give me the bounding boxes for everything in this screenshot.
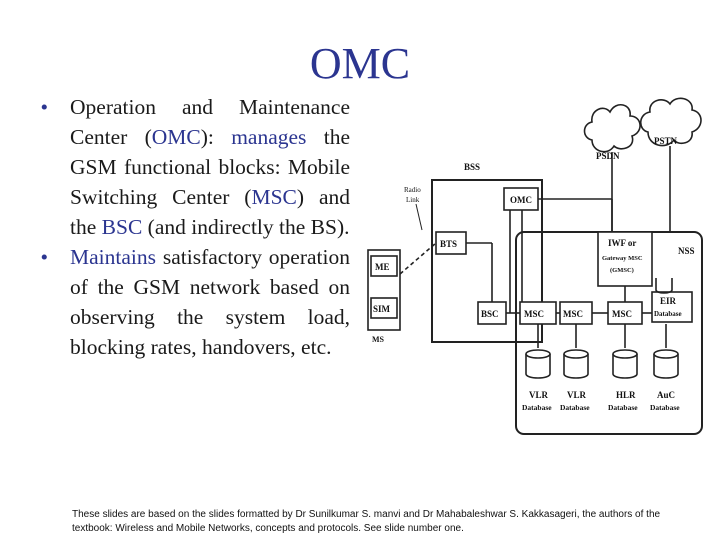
bullet-text: (and indirectly the BS). bbox=[142, 215, 350, 239]
radio-link-line bbox=[399, 242, 437, 275]
footer-credit: These slides are based on the slides for… bbox=[72, 509, 661, 534]
bullet-accent-maintains: Maintains bbox=[70, 245, 156, 269]
nss-label: NSS bbox=[678, 246, 695, 256]
db-label: HLR bbox=[616, 390, 636, 400]
gmsc-label: (GMSC) bbox=[610, 267, 634, 274]
bullet-omc-definition: • Operation and Maintenance Center (OMC)… bbox=[28, 92, 350, 242]
bullet-accent-omc: OMC bbox=[151, 125, 201, 149]
db-label: VLR bbox=[567, 390, 587, 400]
eir-box bbox=[651, 291, 693, 323]
bullet-accent-bsc: BSC bbox=[101, 215, 143, 239]
radio-link-pointer bbox=[415, 203, 423, 231]
ms-group-box bbox=[367, 249, 401, 331]
bts-label: BTS bbox=[440, 239, 457, 249]
psdn-label: PSDN bbox=[596, 151, 620, 161]
bullet-accent-manages: manages bbox=[231, 125, 307, 149]
me-box bbox=[370, 255, 398, 277]
bullet-text: the GSM functional blocks: Mobile Switch… bbox=[70, 125, 350, 209]
link-label: Link bbox=[406, 196, 420, 204]
db-label: AuC bbox=[657, 390, 675, 400]
bss-group-box bbox=[431, 179, 543, 343]
hlr-database-icon bbox=[612, 349, 638, 379]
auc-database-icon bbox=[653, 349, 679, 379]
pstn-label: PSTN bbox=[654, 136, 678, 146]
bullet-text: Operation and Maintenance Center ( bbox=[70, 95, 350, 149]
bullet-marker: • bbox=[40, 95, 48, 119]
db-sub-label: Database bbox=[608, 403, 638, 412]
bsc-label: BSC bbox=[481, 309, 499, 319]
iwf-box bbox=[597, 231, 653, 287]
bullet-accent-msc: MSC bbox=[251, 185, 297, 209]
bullet-text: ): bbox=[200, 125, 232, 149]
gsm-architecture-diagram: PSDN PSTN BSS NSS MS Radio Link OMC BTS … bbox=[367, 97, 703, 435]
sim-box bbox=[370, 297, 398, 319]
bullet-text: ) and the bbox=[70, 185, 350, 239]
sim-label: SIM bbox=[373, 304, 391, 314]
pstn-cloud-icon bbox=[639, 97, 702, 147]
vlr-database-icon bbox=[525, 349, 551, 379]
omc-label: OMC bbox=[510, 195, 532, 205]
db-sub-label: Database bbox=[522, 403, 552, 412]
bullet-list: • Operation and Maintenance Center (OMC)… bbox=[28, 92, 350, 362]
msc-label: MSC bbox=[563, 309, 583, 319]
vlr-database-icon bbox=[563, 349, 589, 379]
db-label: VLR bbox=[529, 390, 549, 400]
radio-label: Radio bbox=[404, 186, 421, 194]
bullet-text: satisfactory operation of the GSM networ… bbox=[70, 245, 350, 359]
msc-label: MSC bbox=[524, 309, 544, 319]
me-label: ME bbox=[375, 262, 390, 272]
bss-label: BSS bbox=[464, 162, 480, 172]
db-sub-label: Database bbox=[560, 403, 590, 412]
bullet-marker: • bbox=[40, 245, 48, 269]
gateway-msc-label: Gateway MSC bbox=[602, 255, 643, 262]
eir-label: EIR bbox=[660, 296, 677, 306]
eir-database-icon bbox=[655, 278, 673, 294]
msc-label: MSC bbox=[612, 309, 632, 319]
psdn-cloud-icon bbox=[583, 104, 641, 153]
bullet-maintains: • Maintains satisfactory operation of th… bbox=[28, 242, 350, 362]
iwf-label: IWF or bbox=[608, 238, 636, 248]
ms-label: MS bbox=[372, 335, 385, 344]
eir-db-label: Database bbox=[654, 310, 682, 318]
db-sub-label: Database bbox=[650, 403, 680, 412]
slide-title: OMC bbox=[309, 39, 411, 88]
